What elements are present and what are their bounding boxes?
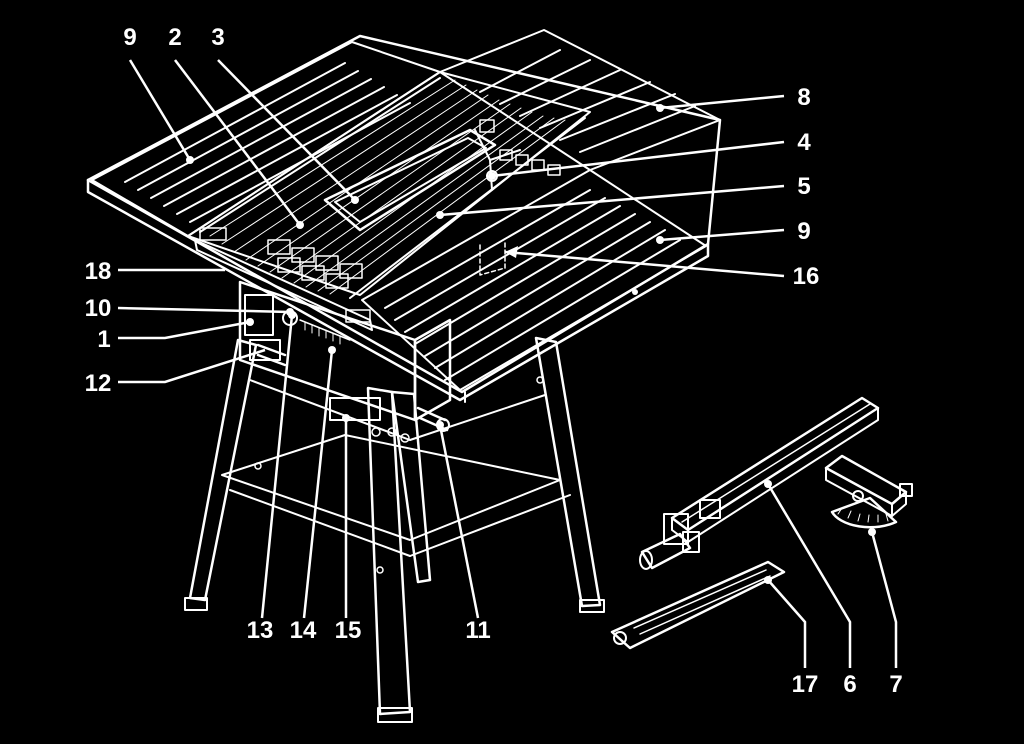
callout-17: 17 (792, 671, 819, 698)
callout-12: 12 (85, 370, 112, 397)
callout-6: 6 (843, 671, 856, 698)
callout-3: 3 (211, 24, 224, 51)
arrow-16 (505, 246, 518, 258)
callout-7: 7 (889, 671, 902, 698)
callout-16: 16 (793, 263, 820, 290)
callout-18: 18 (85, 258, 112, 285)
callout-13: 13 (247, 617, 274, 644)
left-extension-slots (124, 62, 411, 223)
callout-1: 1 (97, 326, 110, 353)
callout-15: 15 (335, 617, 362, 644)
rip-fence (639, 396, 880, 570)
miter-gauge (824, 454, 913, 529)
callout-labels: 9 2 3 8 4 5 9 16 18 10 1 12 13 14 15 11 … (85, 24, 903, 698)
callout-4: 4 (797, 129, 811, 156)
leader-lines (117, 59, 898, 668)
leader-dots (186, 104, 876, 584)
saw-housing (238, 280, 452, 432)
right-back-extension-slots (479, 49, 696, 153)
center-table (187, 71, 591, 331)
callout-10: 10 (85, 295, 112, 322)
callout-9-top: 9 (123, 24, 136, 51)
callout-5: 5 (797, 173, 810, 200)
table-saw-illustration (86, 29, 913, 723)
depth-scale (299, 319, 351, 345)
callout-9-right: 9 (797, 218, 810, 245)
callout-14: 14 (290, 617, 317, 644)
callout-11: 11 (465, 617, 490, 644)
push-stick (610, 560, 786, 650)
callout-8: 8 (797, 84, 810, 111)
callout-2: 2 (168, 24, 181, 51)
